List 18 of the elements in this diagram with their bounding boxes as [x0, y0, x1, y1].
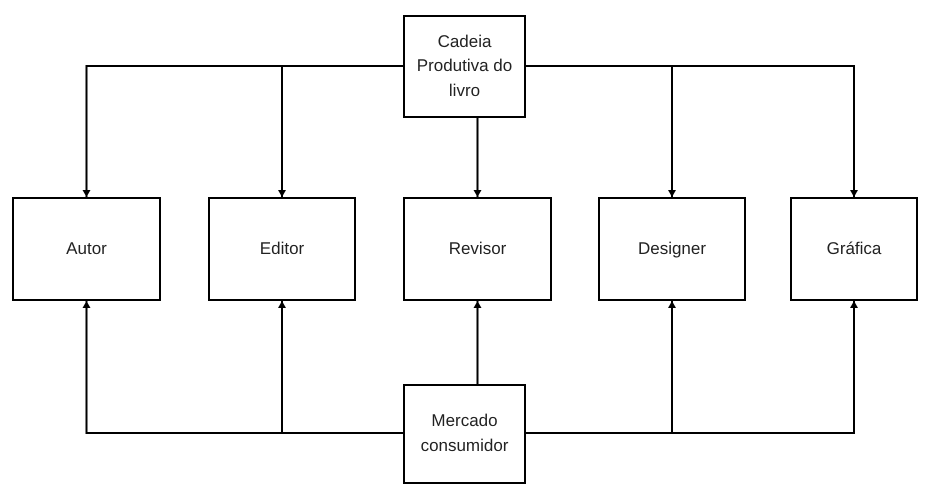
box-label: Mercado consumidor — [420, 410, 510, 457]
box-label: Gráfica — [826, 238, 882, 260]
process-box — [208, 197, 356, 301]
box-label: Revisor — [448, 238, 508, 260]
process-box — [403, 384, 526, 484]
process-box — [598, 197, 746, 301]
arrow — [278, 65, 403, 197]
arrow — [278, 301, 403, 434]
arrow — [474, 301, 482, 384]
box-label: Designer — [636, 238, 708, 260]
process-box — [403, 197, 552, 301]
process-box — [12, 197, 161, 301]
process-box — [790, 197, 918, 301]
box-label: Autor — [65, 238, 108, 260]
arrow — [474, 118, 482, 197]
process-box — [403, 15, 526, 118]
box-label: Cadeia Produtiva do livro — [416, 30, 514, 102]
box-label: Editor — [258, 238, 306, 260]
